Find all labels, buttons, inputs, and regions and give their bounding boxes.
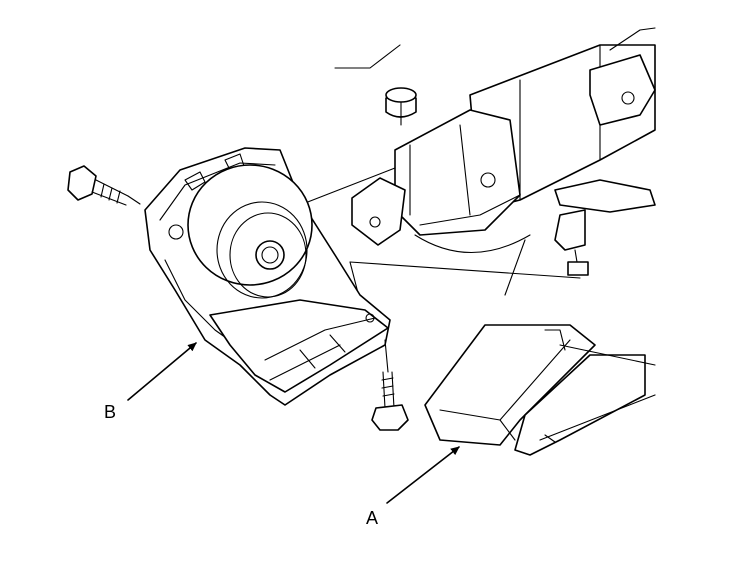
- steering-column: [334, 27, 656, 276]
- ignition-switch-housing: [144, 147, 391, 406]
- key-cover-part: [424, 324, 656, 456]
- callout-label-a: A: [366, 508, 378, 528]
- callout-label-b: B: [104, 402, 116, 422]
- screw-upper-left: [67, 165, 141, 206]
- callout-arrow-a: [386, 446, 460, 504]
- screw-lower: [371, 339, 409, 431]
- callout-arrow-b: [127, 342, 197, 401]
